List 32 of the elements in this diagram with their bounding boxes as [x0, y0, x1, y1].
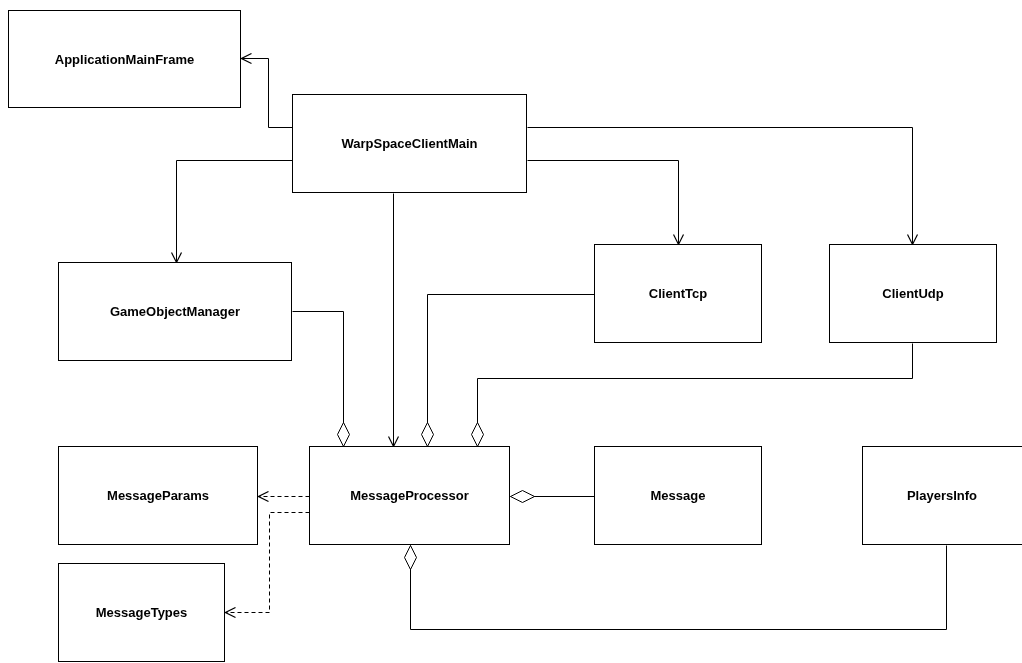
arrow — [527, 160, 685, 246]
class-box — [309, 446, 510, 545]
aggregation-connector — [471, 343, 913, 447]
class-name: PlayersInfo — [906, 488, 978, 503]
arrow — [240, 52, 293, 128]
class-name: WarpSpaceClientMain — [341, 136, 478, 151]
class-box — [58, 446, 258, 545]
class-name: MessageParams — [107, 488, 209, 503]
class-box — [594, 244, 762, 343]
class-box — [8, 10, 241, 108]
aggregation-connector — [404, 545, 947, 630]
class-box — [292, 94, 527, 193]
arrow — [527, 127, 919, 246]
class-box — [58, 563, 225, 662]
class-name: MessageTypes — [95, 605, 188, 620]
class-name: Message — [650, 488, 706, 503]
class-box — [862, 446, 1022, 545]
class-name: ClientTcp — [648, 286, 708, 301]
class-name: GameObjectManager — [109, 304, 240, 319]
class-name: ClientUdp — [882, 286, 944, 301]
class-box — [594, 446, 762, 545]
arrow — [170, 160, 293, 264]
class-name: MessageProcessor — [350, 488, 469, 503]
dependency-arrow — [257, 490, 310, 503]
class-box — [829, 244, 997, 343]
dependency-arrow — [224, 512, 310, 619]
arrow — [387, 193, 400, 448]
aggregation-connector — [421, 294, 595, 447]
class-name: ApplicationMainFrame — [54, 51, 195, 67]
aggregation-connector — [292, 311, 350, 447]
aggregation-connector — [510, 490, 595, 503]
class-box — [58, 262, 292, 361]
